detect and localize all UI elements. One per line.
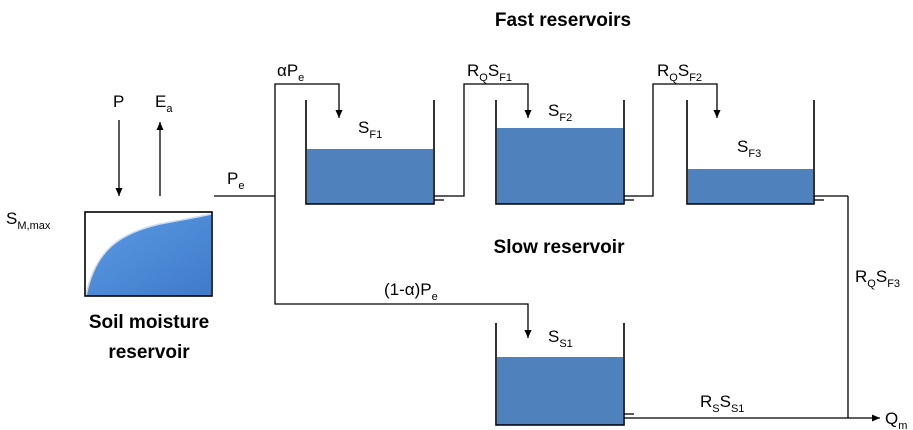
sf3-label: SF3 xyxy=(737,137,761,160)
rq-sf1-flow xyxy=(448,83,532,197)
fast-reservoir-3-water xyxy=(688,169,813,204)
rq-sf1-label: RQSF1 xyxy=(467,61,512,84)
fast-reservoir-3-walls xyxy=(686,100,815,205)
sf2-label: SF2 xyxy=(548,101,572,124)
fast-reservoir-3 xyxy=(686,100,848,205)
soil-moisture-reservoir xyxy=(84,211,213,297)
pe-label: Pe xyxy=(227,169,244,192)
rq-sf2-flow xyxy=(638,83,721,197)
precipitation-label: P xyxy=(113,92,124,111)
soil-max-label: SM,max xyxy=(6,209,51,232)
qm-label: Qm xyxy=(885,409,907,430)
fast-reservoir-1-walls xyxy=(305,100,435,205)
one-minus-alpha-pe-label: (1-α)Pe xyxy=(384,280,438,303)
soil-moisture-curve-fill xyxy=(86,214,211,296)
alpha-pe-flow xyxy=(274,83,343,196)
slow-reservoir xyxy=(495,323,634,426)
evaporation-label: Ea xyxy=(155,92,173,115)
slow-reservoir-walls xyxy=(495,323,625,426)
sf1-label: SF1 xyxy=(358,118,382,141)
ss1-label: SS1 xyxy=(548,327,573,350)
fast-reservoir-2-water xyxy=(497,128,623,204)
fast-reservoir-2-walls xyxy=(495,100,625,205)
alpha-pe-label: αPe xyxy=(277,61,304,84)
rq-sf3-label: RQSF3 xyxy=(855,267,900,290)
soil-moisture-box xyxy=(84,211,213,297)
fast-reservoir-1 xyxy=(305,100,448,205)
fast-reservoir-1-water xyxy=(307,149,433,204)
rq-sf2-label: RQSF2 xyxy=(657,61,702,84)
one-minus-alpha-pe-flow xyxy=(274,196,532,338)
soil-moisture-title-line2: reservoir xyxy=(108,342,190,363)
slow-reservoir-title: Slow reservoir xyxy=(494,237,626,258)
slow-reservoir-water xyxy=(497,357,623,425)
soil-moisture-curve xyxy=(85,213,212,297)
fast-reservoirs-title: Fast reservoirs xyxy=(495,10,631,31)
soil-moisture-title-line1: Soil moisture xyxy=(89,312,209,333)
rs-ss1-label: RSSS1 xyxy=(700,392,744,415)
fast-reservoir-2 xyxy=(495,100,638,205)
